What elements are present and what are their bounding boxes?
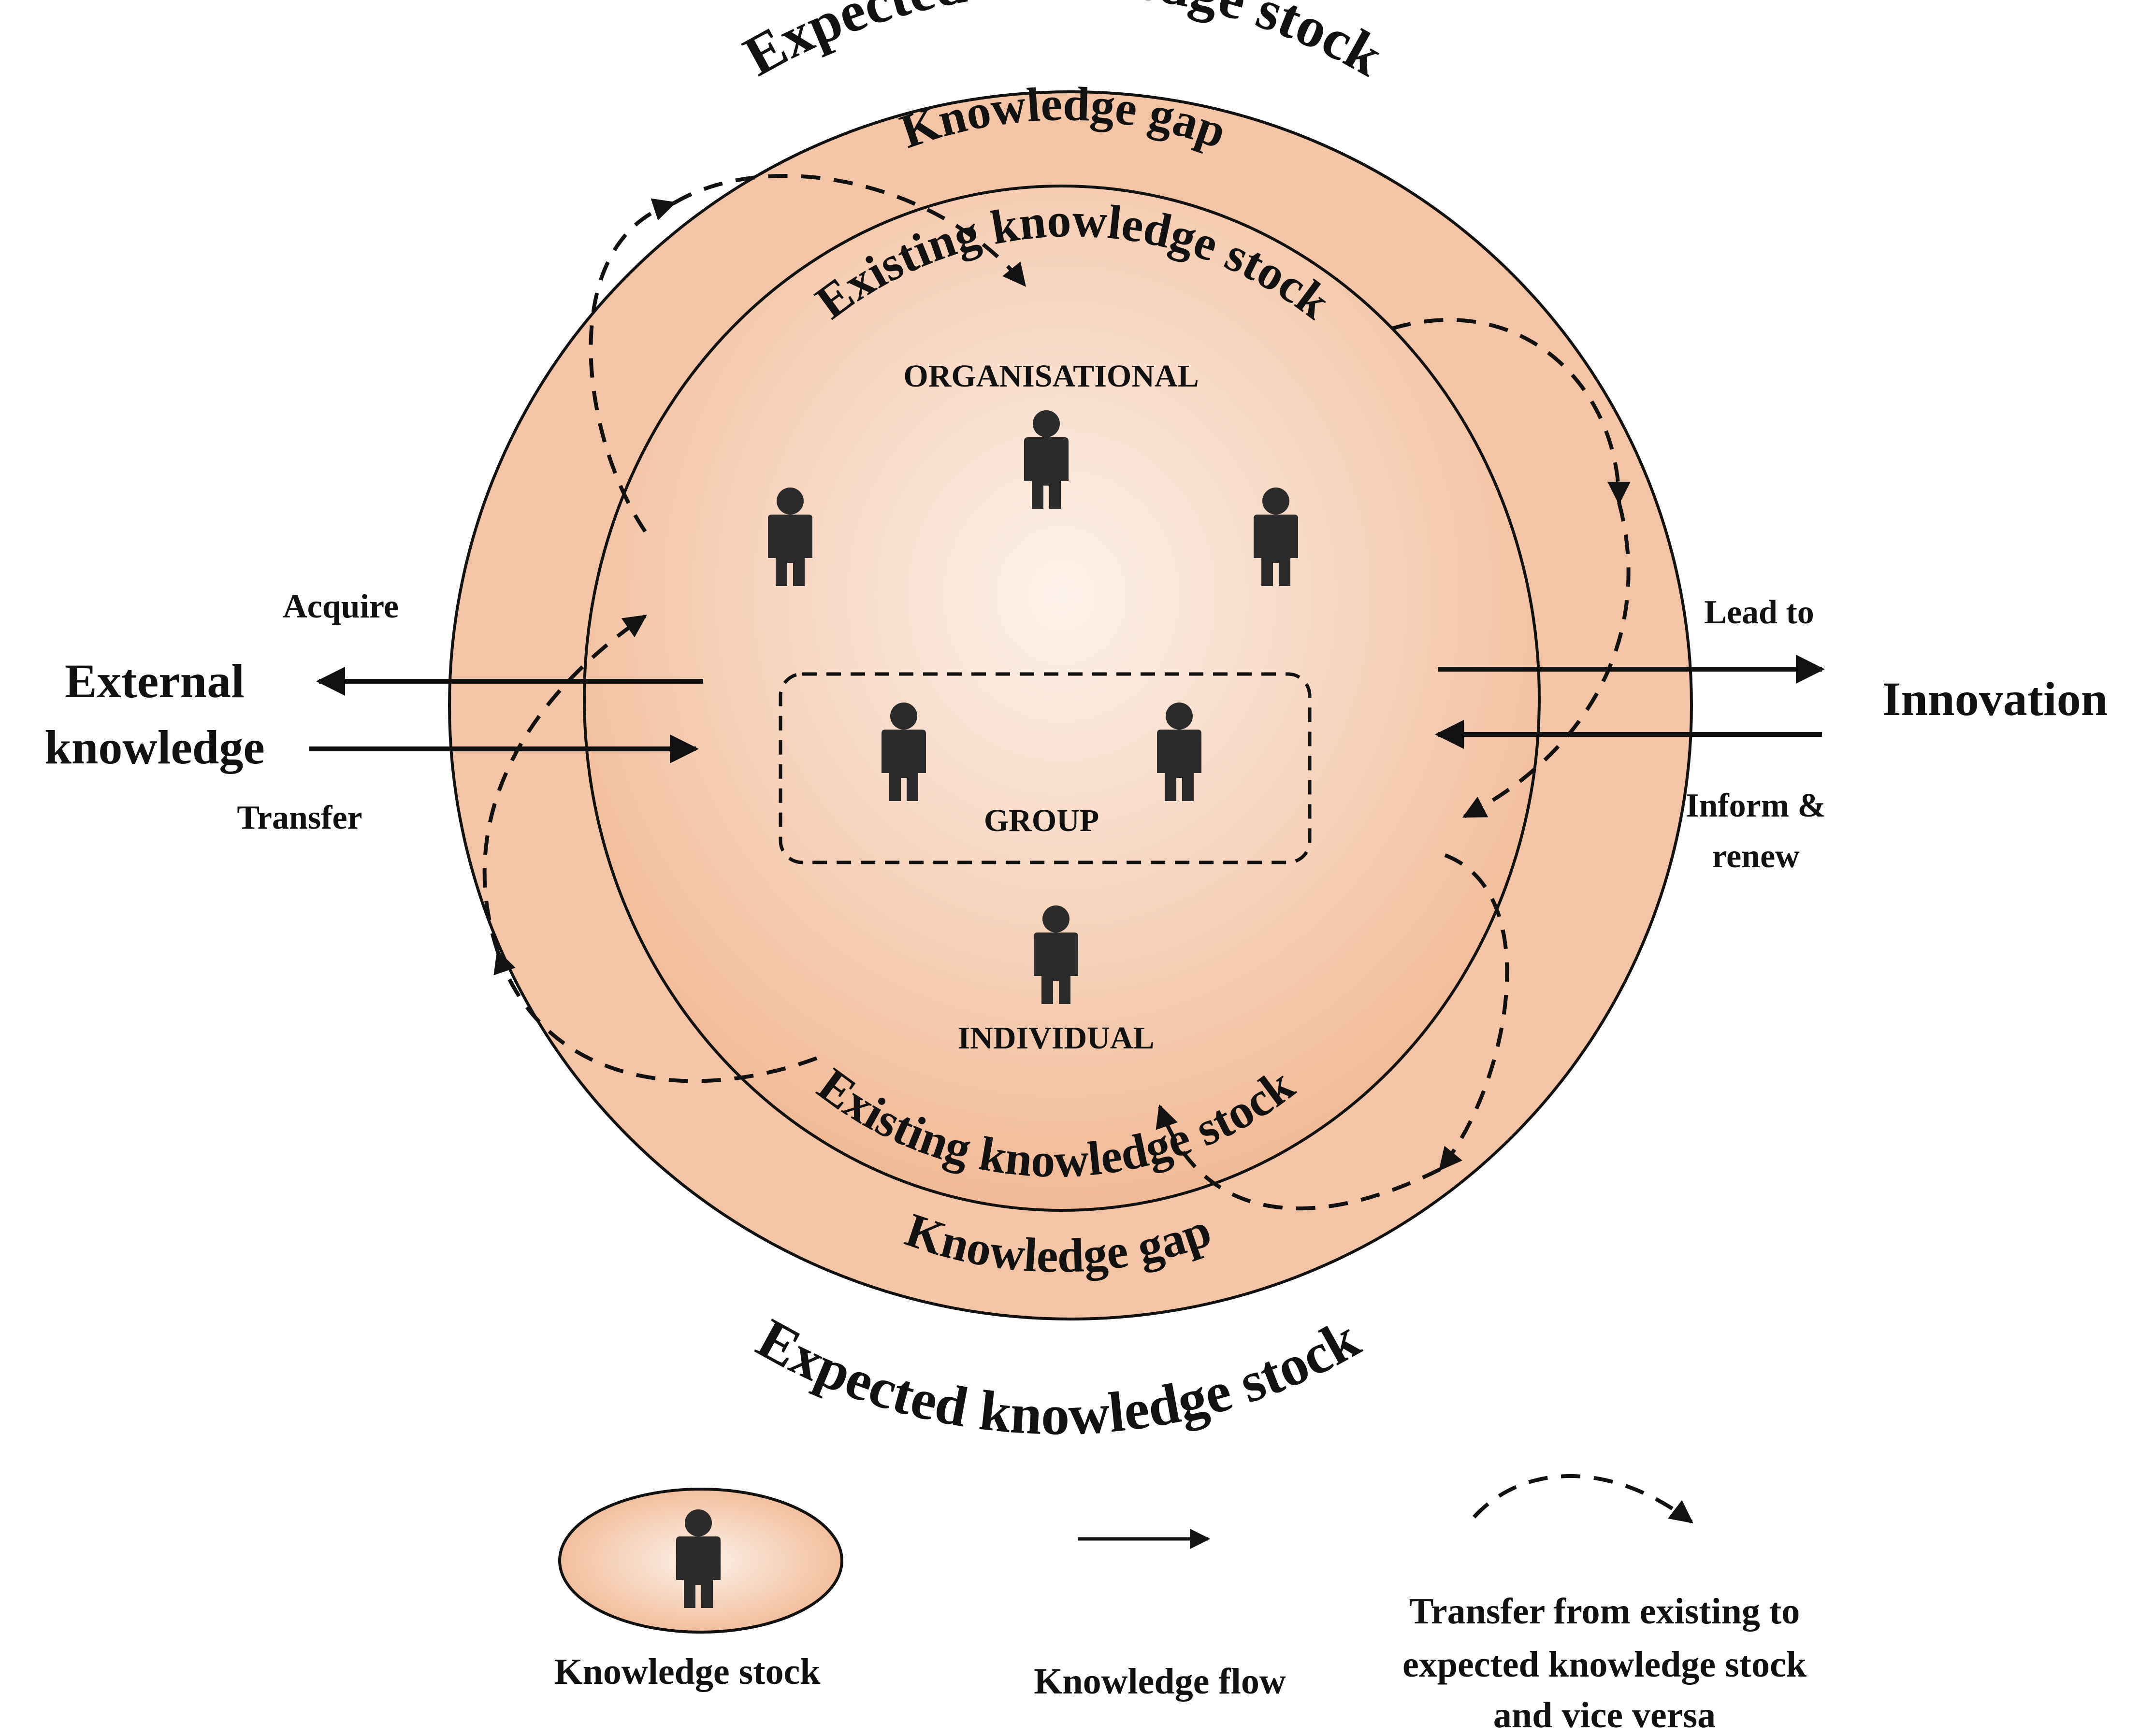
transfer-label: Transfer	[237, 799, 362, 836]
loop-bottom	[1156, 1104, 1441, 1211]
group-label: GROUP	[984, 803, 1099, 838]
inform-renew-line1: Inform &	[1686, 787, 1826, 824]
legend-transfer-symbol	[1473, 1474, 1693, 1524]
loop-right-down	[1462, 502, 1631, 818]
group-box	[779, 672, 1312, 864]
loop-top	[673, 174, 1026, 287]
legend-knowledge-stock-label: Knowledge stock	[554, 1651, 821, 1692]
innovation-label: Innovation	[1882, 672, 2108, 726]
individual-label: INDIVIDUAL	[957, 1020, 1154, 1056]
lead-to-label: Lead to	[1704, 594, 1814, 631]
inform-renew-line2: renew	[1712, 838, 1800, 875]
existing-knowledge-circle	[583, 185, 1541, 1212]
transfer-loops	[482, 174, 1631, 1211]
acquire-label: Acquire	[283, 588, 399, 625]
legend-transfer-line1: Transfer from existing to	[1409, 1591, 1800, 1632]
legend-transfer-line2: expected knowledge stock	[1402, 1644, 1807, 1685]
expected-stock-bottom-label: Expected knowledge stock	[747, 1306, 1370, 1447]
loop-bottom-right	[1438, 853, 1509, 1171]
loop-top-right	[1391, 318, 1631, 505]
legend: Knowledge stock Knowledge flow Transfer …	[554, 1474, 1807, 1736]
organisational-label: ORGANISATIONAL	[903, 359, 1199, 394]
legend-transfer-line3: and vice versa	[1493, 1695, 1716, 1734]
external-knowledge-line2: knowledge	[44, 720, 265, 774]
legend-knowledge-flow-label: Knowledge flow	[1034, 1661, 1286, 1702]
expected-stock-top-label: Expected knowledge stock	[734, 0, 1393, 88]
loop-left	[482, 614, 647, 953]
external-knowledge-line1: External	[65, 654, 245, 708]
